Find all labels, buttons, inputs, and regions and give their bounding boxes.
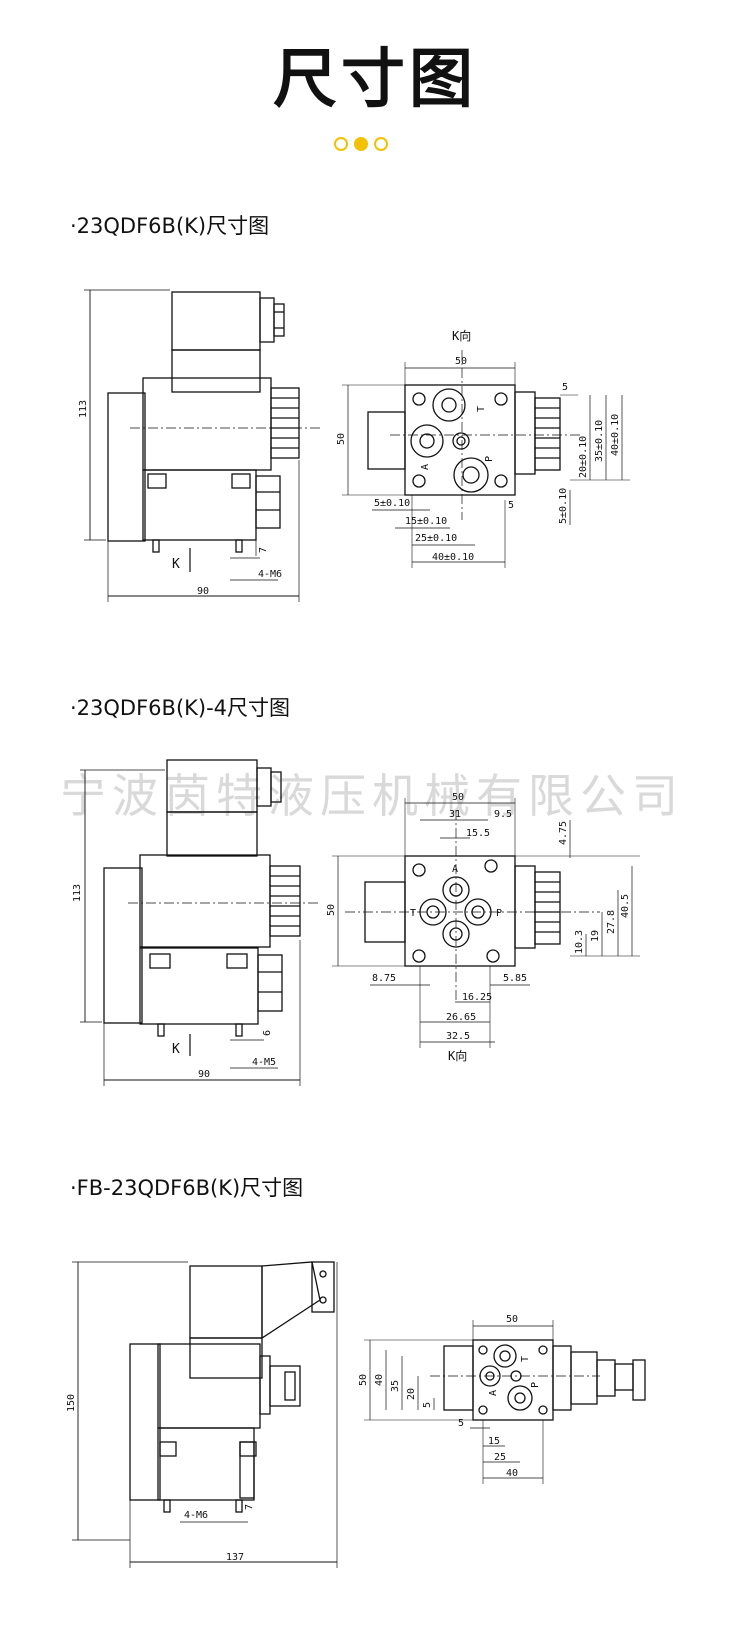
drawing3-side-view (72, 1261, 338, 1568)
section-title-2: ·23QDF6B(K)-4尺寸图 (70, 696, 291, 720)
dim-27-8: 27.8 (606, 910, 617, 934)
port-a: A (452, 864, 458, 875)
port-p: P (530, 1382, 541, 1388)
drawing2-face-view (332, 798, 640, 1048)
drawing1-face-view (342, 350, 630, 568)
dim-40-v: 40±0.10 (610, 414, 621, 456)
dim-25: 25±0.10 (415, 533, 457, 544)
view-label: K向 (452, 328, 471, 343)
dim-15: 15±0.10 (405, 516, 447, 527)
drawing3-face-view (364, 1320, 646, 1484)
dim-width: 90 (198, 1069, 210, 1080)
dim-40: 40±0.10 (432, 552, 474, 563)
dim-width: 90 (197, 586, 209, 597)
dim-35: 35±0.10 (594, 420, 605, 462)
dim-25: 25 (494, 1452, 506, 1463)
dim-5: 5 (422, 1402, 433, 1408)
dim-5: 5±0.10 (374, 498, 410, 509)
dot-icon (334, 137, 348, 151)
decor-dots (334, 137, 394, 151)
dim-35: 35 (390, 1380, 401, 1392)
dim-height: 113 (78, 400, 89, 418)
dim-height: 113 (72, 884, 83, 902)
dim-50-left: 50 (358, 1374, 369, 1386)
drawing2-side-view (80, 759, 320, 1086)
dim-thread: 4-M6 (258, 569, 282, 580)
port-a: A (488, 1390, 499, 1396)
dot-icon (374, 137, 388, 151)
dim-15: 15 (488, 1436, 500, 1447)
dim-7: 7 (244, 1504, 255, 1510)
port-t: T (410, 908, 416, 919)
dim-32-5: 32.5 (446, 1031, 470, 1042)
dim-15-5: 15.5 (466, 828, 490, 839)
dim-5-bottom: 5 (508, 500, 514, 511)
dim-16-25: 16.25 (462, 992, 492, 1003)
dim-50-top: 50 (455, 356, 467, 367)
dim-5-v: 5±0.10 (558, 488, 569, 524)
section-title-3: ·FB-23QDF6B(K)尺寸图 (70, 1176, 304, 1200)
dim-width: 137 (226, 1552, 244, 1563)
dim-5-85: 5.85 (503, 973, 527, 984)
port-p: P (484, 456, 495, 462)
dim-19: 19 (590, 930, 601, 942)
dim-6: 6 (262, 1030, 273, 1036)
dim-40-b: 40 (506, 1468, 518, 1479)
watermark: 宁波茵特液压机械有限公司 (60, 769, 684, 823)
dim-20: 20 (406, 1388, 417, 1400)
dim-20: 20±0.10 (578, 436, 589, 478)
dim-10-3: 10.3 (574, 930, 585, 954)
dim-thread: 4-M5 (252, 1057, 276, 1068)
k-label: K (172, 557, 180, 572)
dim-9-5: 9.5 (494, 809, 512, 820)
dot-icon (354, 137, 368, 151)
view-label: K向 (448, 1048, 467, 1063)
port-p: P (496, 908, 502, 919)
section-title-1: ·23QDF6B(K)尺寸图 (70, 214, 270, 238)
dim-7: 7 (258, 547, 269, 553)
dim-5-right: 5 (562, 382, 568, 393)
dim-8-75: 8.75 (372, 973, 396, 984)
port-a: A (420, 464, 431, 470)
dim-50-left: 50 (326, 904, 337, 916)
dim-height: 150 (66, 1394, 77, 1412)
dim-50-top: 50 (452, 792, 464, 803)
dim-50-top: 50 (506, 1314, 518, 1325)
drawing1-side-view (84, 289, 320, 602)
dim-40: 40 (374, 1374, 385, 1386)
dim-50-left: 50 (336, 433, 347, 445)
dim-40-5: 40.5 (620, 894, 631, 918)
dim-thread: 4-M6 (184, 1510, 208, 1521)
dim-5-b: 5 (458, 1418, 464, 1429)
dim-26-65: 26.65 (446, 1012, 476, 1023)
k-label: K (172, 1042, 180, 1057)
dim-31: 31 (449, 809, 461, 820)
page-title: 尺寸图 (273, 43, 477, 117)
dim-4-75: 4.75 (558, 821, 569, 845)
port-t: T (476, 406, 487, 412)
port-t: T (520, 1356, 531, 1362)
